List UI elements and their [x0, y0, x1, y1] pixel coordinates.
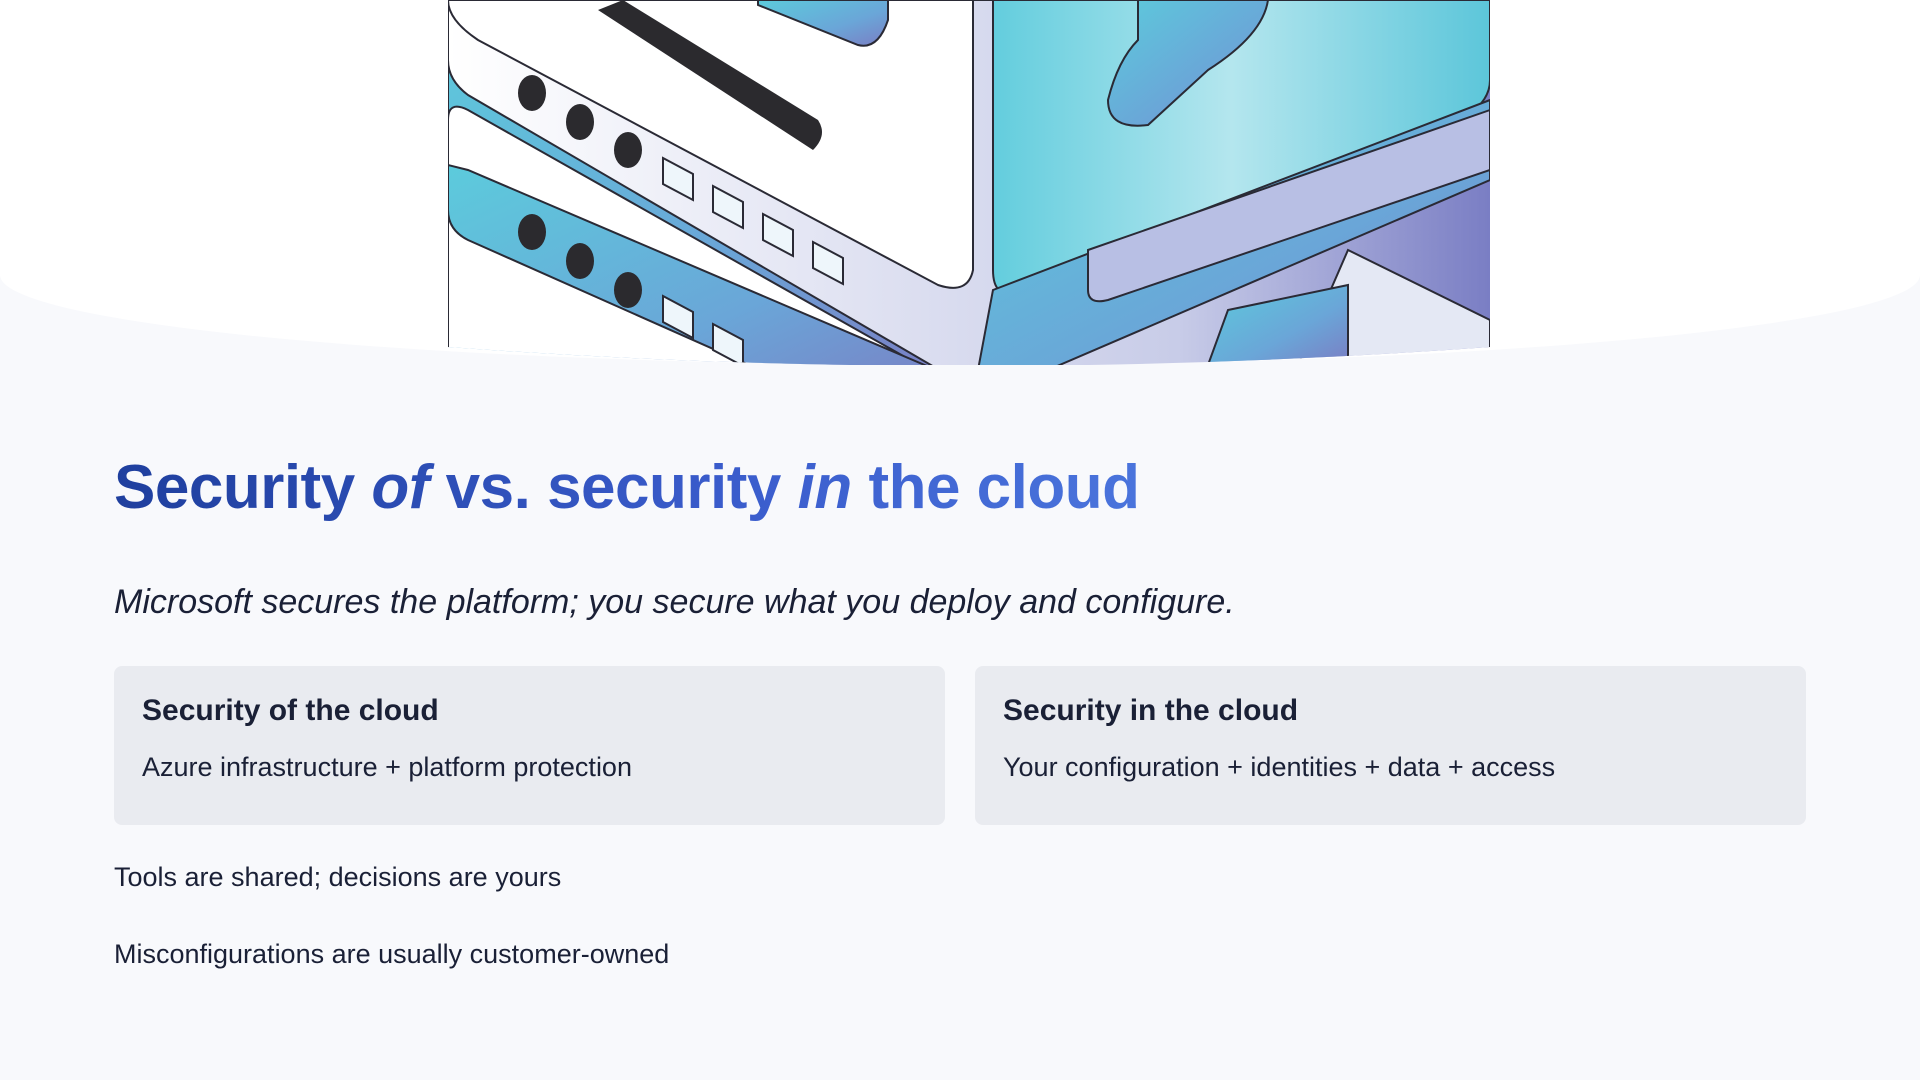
server-rack-illustration — [448, 0, 1490, 365]
card-security-in-cloud: Security in the cloud Your configuration… — [975, 666, 1806, 825]
title-emphasis-in: in — [797, 453, 852, 522]
card-body: Your configuration + identities + data +… — [1003, 752, 1556, 782]
bullet-text: Tools are shared; decisions are yours — [114, 862, 562, 892]
title-emphasis-of: of — [371, 453, 429, 522]
slide-title: Security of vs. security in the cloud — [114, 452, 1140, 523]
title-text: Security — [114, 453, 372, 522]
bullet-text: Misconfigurations are usually customer-o… — [114, 939, 670, 969]
title-text: the cloud — [851, 453, 1140, 522]
slide-subtitle: Microsoft secures the platform; you secu… — [114, 583, 1235, 621]
title-text: vs. security — [428, 453, 798, 522]
card-heading: Security in the cloud — [1003, 694, 1299, 727]
card-security-of-cloud: Security of the cloud Azure infrastructu… — [114, 666, 945, 825]
card-heading: Security of the cloud — [142, 694, 439, 727]
card-body: Azure infrastructure + platform protecti… — [142, 752, 632, 782]
